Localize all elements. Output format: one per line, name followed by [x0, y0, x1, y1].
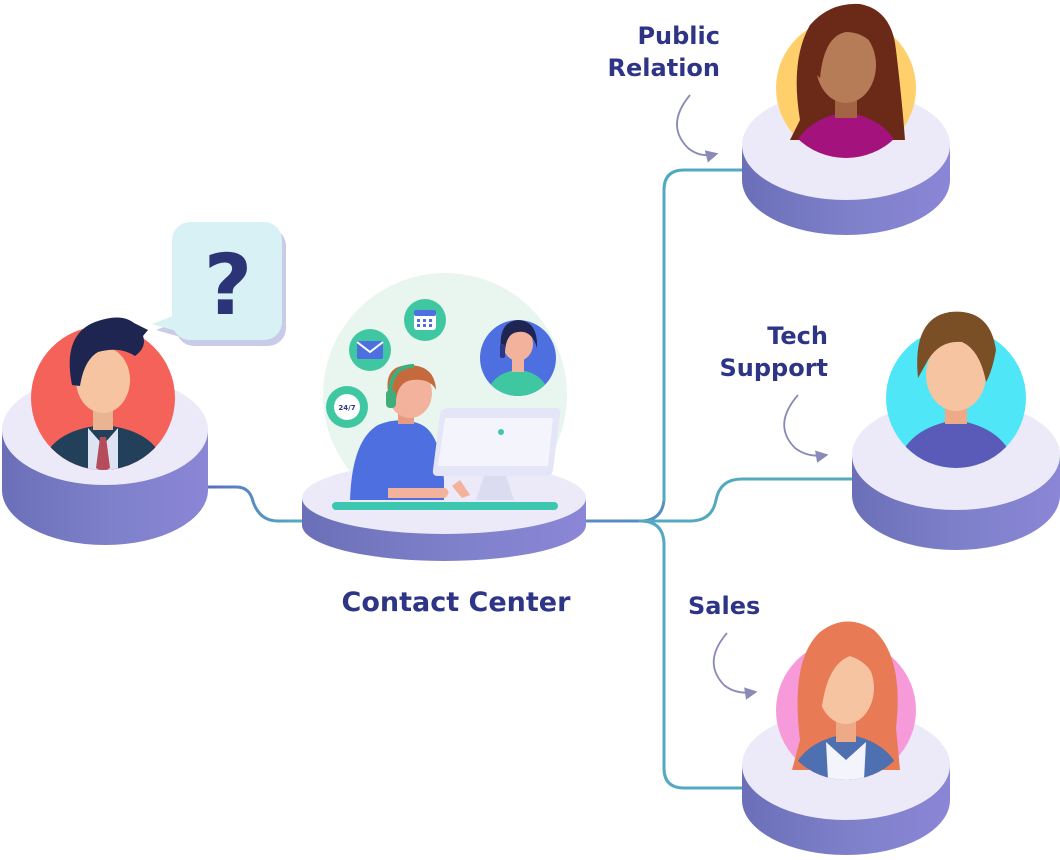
- desk: [332, 502, 558, 510]
- clock-247-icon: 24/7: [326, 386, 368, 428]
- tech-support-node: [852, 312, 1060, 550]
- connector-sales: [640, 521, 746, 788]
- connector-tech-support: [640, 479, 856, 521]
- connector-customer-center: [205, 487, 310, 521]
- sales-node: [742, 621, 950, 855]
- question-icon: ?: [204, 236, 253, 334]
- calendar-icon: [404, 299, 446, 341]
- customer-node: [2, 318, 208, 546]
- phone-icon: [500, 344, 505, 358]
- curved-arrow-icon: [784, 395, 826, 456]
- svg-text:24/7: 24/7: [338, 404, 355, 412]
- question-bubble: ?: [152, 222, 286, 346]
- tech-support-label: Tech Support: [700, 320, 828, 384]
- mail-icon: [349, 329, 391, 371]
- phone-agent-avatar: [480, 320, 556, 396]
- contact-center-node: 24/7 Contact Center: [302, 273, 586, 618]
- curved-arrow-icon: [677, 95, 716, 155]
- public-relation-node: [742, 4, 950, 235]
- contact-center-label: Contact Center: [342, 587, 572, 618]
- connector-center-trunk: [586, 500, 664, 521]
- public-relation-label: Public Relation: [598, 20, 720, 84]
- sales-label: Sales: [688, 590, 760, 622]
- curved-arrow-icon: [714, 633, 755, 693]
